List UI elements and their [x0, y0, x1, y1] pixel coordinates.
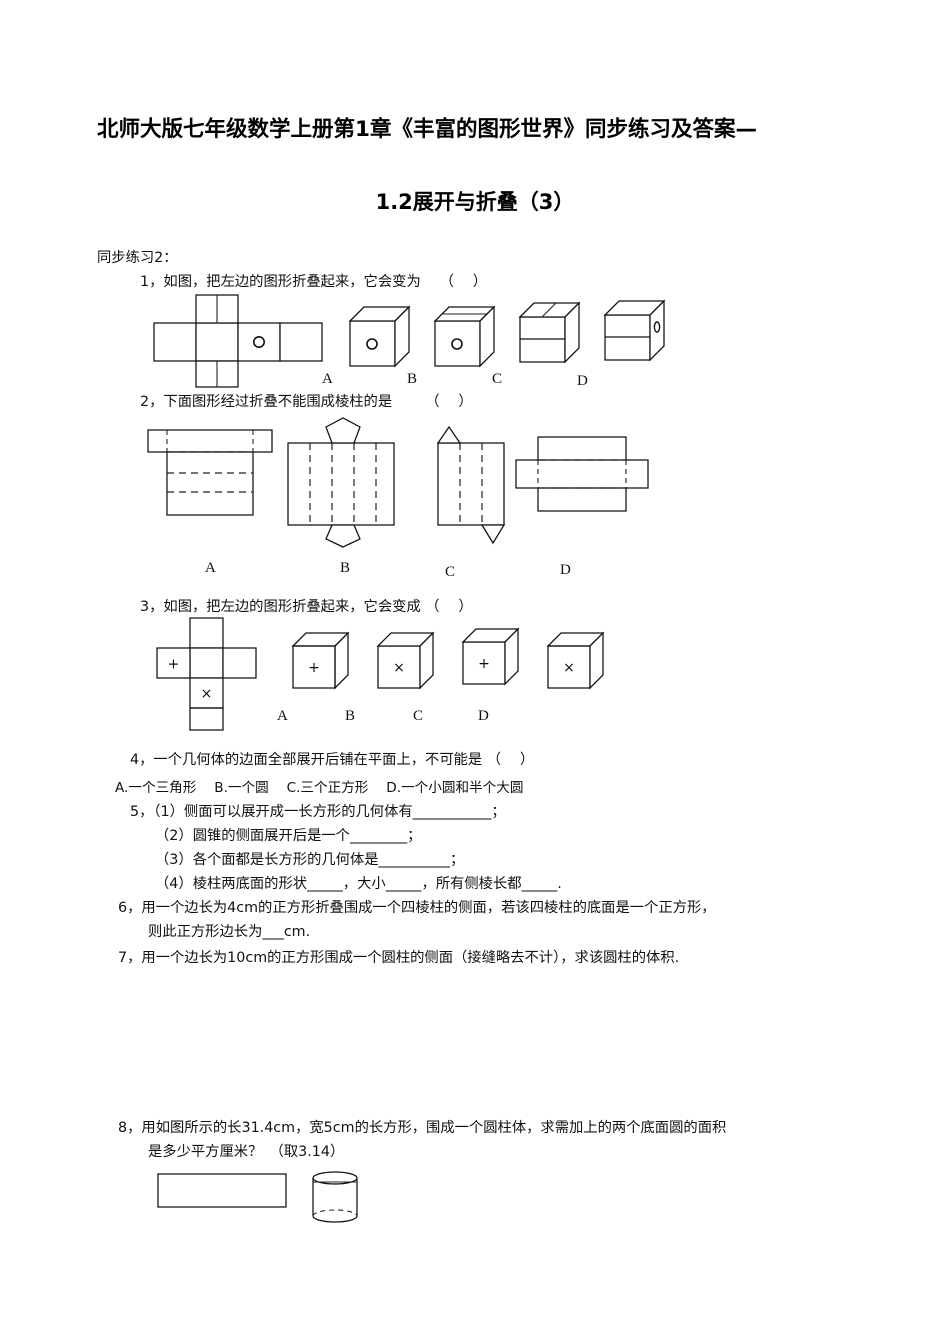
question-1-text: 1，如图，把左边的图形折叠起来，它会变为 （ ）	[140, 274, 488, 290]
question-2-option-a-label: A	[205, 560, 216, 576]
question-3-option-d-label: D	[478, 708, 489, 724]
svg-text:×: ×	[393, 660, 405, 676]
page-title: 北师大版七年级数学上册第1章《丰富的图形世界》同步练习及答案—	[97, 117, 757, 142]
question-1-option-c-label: C	[492, 371, 503, 387]
question-1-option-b-label: B	[407, 371, 418, 387]
question-3-option-a-label: A	[277, 708, 288, 724]
figure-cube-net-circle	[150, 293, 666, 388]
svg-text:+: +	[478, 656, 490, 672]
cross-mark-net: ×	[201, 686, 213, 702]
svg-text:×: ×	[563, 660, 575, 676]
figure-prism-nets	[147, 417, 649, 555]
page-subtitle: 1.2展开与折叠（3）	[375, 190, 575, 214]
question-6-line-2: 则此正方形边长为___cm.	[148, 924, 311, 940]
question-3-option-b-label: B	[345, 708, 356, 724]
plus-mark-net: +	[168, 657, 180, 673]
question-1-option-a-label: A	[322, 371, 333, 387]
question-1-option-d-label: D	[577, 373, 588, 389]
question-5-line-2: （2）圆锥的侧面展开后是一个________；	[155, 828, 422, 844]
question-2-option-c-label: C	[445, 564, 456, 580]
question-5-line-4: （4）棱柱两底面的形状_____，大小_____，所有侧棱长都_____.	[155, 876, 562, 892]
figure-rectangle-and-cylinder	[157, 1171, 378, 1242]
question-3-text: 3，如图，把左边的图形折叠起来，它会变成 （ ）	[140, 599, 473, 615]
question-2-option-d-label: D	[560, 562, 571, 578]
svg-text:+: +	[308, 660, 320, 676]
figure-cube-net-hatched: + × + × +	[156, 617, 605, 731]
question-2-text: 2，下面图形经过折叠不能围成棱柱的是 （ ）	[140, 394, 473, 410]
question-7-line-1: 7，用一个边长为10cm的正方形围成一个圆柱的侧面（接缝略去不计），求该圆柱的体…	[118, 950, 680, 966]
question-5-line-3: （3）各个面都是长方形的几何体是__________；	[155, 852, 465, 868]
question-4-text: 4，一个几何体的边面全部展开后铺在平面上，不可能是 （ ）	[130, 752, 535, 768]
question-5-line-1: 5，（1）侧面可以展开成一长方形的几何体有___________；	[130, 804, 506, 820]
question-4-choices: A.一个三角形 B.一个圆 C.三个正方形 D.一个小圆和半个大圆	[115, 780, 524, 796]
question-2-option-b-label: B	[340, 560, 351, 576]
section-label: 同步练习2：	[97, 250, 178, 266]
question-8-line-1: 8，用如图所示的长31.4cm，宽5cm的长方形，围成一个圆柱体，求需加上的两个…	[118, 1120, 727, 1136]
question-6-line-1: 6，用一个边长为4cm的正方形折叠围成一个四棱柱的侧面，若该四棱柱的底面是一个正…	[118, 900, 716, 916]
question-8-line-2: 是多少平方厘米？ （取3.14）	[148, 1144, 345, 1160]
question-3-option-c-label: C	[413, 708, 424, 724]
